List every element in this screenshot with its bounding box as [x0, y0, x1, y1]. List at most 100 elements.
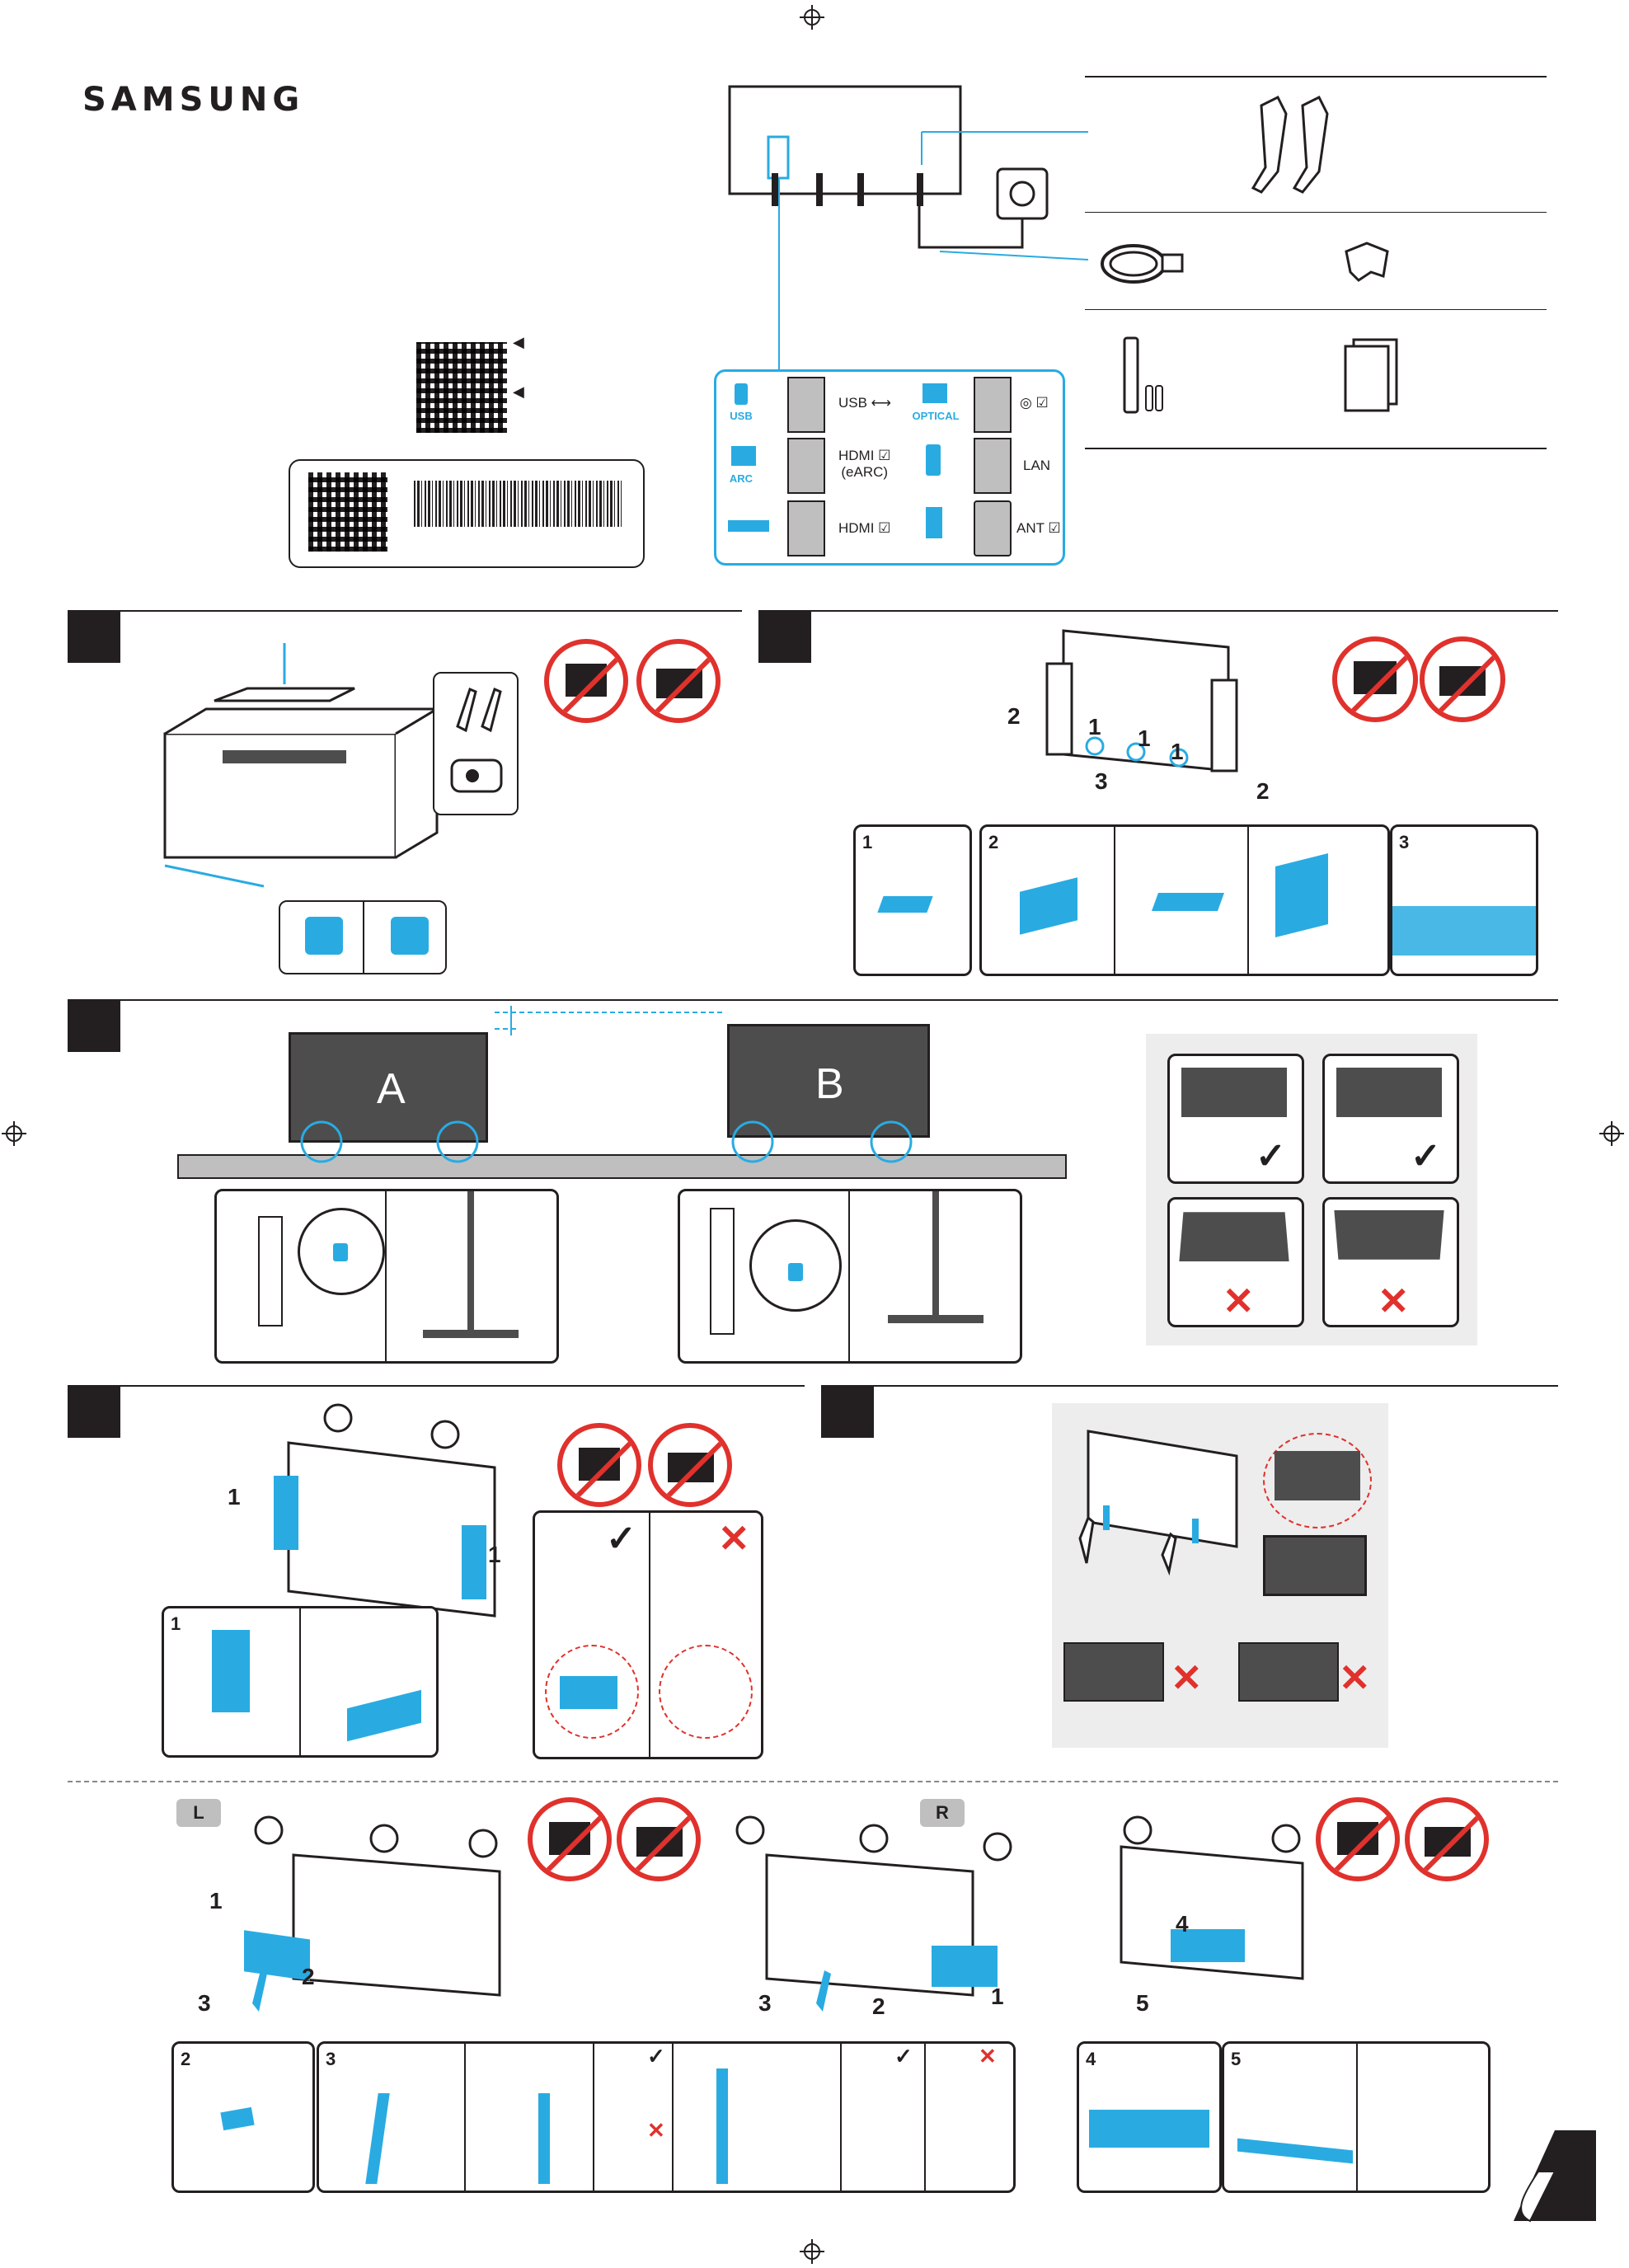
check-icon: ✓ [647, 2044, 665, 2069]
step-4-rule [120, 1385, 805, 1387]
callout-3: 3 [758, 1990, 772, 2017]
cross-icon: ✕ [979, 2044, 997, 2069]
qr-code [416, 342, 507, 433]
detail-number: 2 [181, 2049, 190, 2070]
height-dimension [495, 1006, 742, 1039]
detail-number: 3 [326, 2049, 336, 2070]
incorrect-example: ✕ [1167, 1197, 1304, 1327]
detail-divider [299, 1608, 301, 1755]
cross-icon: ✕ [1378, 1279, 1410, 1323]
dashed-zoom [659, 1645, 753, 1739]
step-1-detail [279, 900, 447, 974]
bottom-detail-3: 3 ✓ ✕ ✓ ✕ [317, 2041, 1016, 2193]
clip-detail [391, 917, 429, 955]
port-label-hdmi-earc: HDMI ☑ (eARC) [838, 448, 890, 481]
components-rule [1085, 212, 1547, 213]
port-tag-optical: OPTICAL [903, 410, 969, 422]
callout-2: 2 [872, 1993, 885, 2020]
hdmi-connector-earc [787, 438, 825, 494]
correct-example: ✓ [1322, 1054, 1459, 1184]
step-2-rule [811, 610, 1558, 612]
base-detail [1392, 906, 1536, 956]
callout-1: 1 [1138, 725, 1151, 752]
cross-icon: ✕ [718, 1516, 750, 1561]
no-lay-face-down-icon [557, 1423, 641, 1507]
bottom-detail-5: 5 [1222, 2041, 1491, 2193]
no-lay-face-down-icon [544, 639, 628, 723]
tv-in-packaging-illustration [1014, 622, 1261, 787]
flap-detail [1152, 893, 1224, 911]
components-rule [1085, 309, 1547, 310]
port-tag-arc: ARC [723, 472, 759, 485]
detail-number: 4 [1086, 2049, 1096, 2070]
detail-divider [593, 2044, 594, 2191]
stand-leg-detail [538, 2093, 550, 2184]
incorrect-example: ✕ [1322, 1197, 1459, 1327]
pointer-arrow-icon: ◀ [513, 383, 524, 401]
no-press-screen-icon [1420, 636, 1505, 722]
check-icon: ✓ [606, 1518, 636, 1560]
step-4-badge [68, 1385, 120, 1438]
usb-connector [787, 377, 825, 433]
remove-packing-illustration [1088, 1814, 1336, 2028]
tab-detail [877, 896, 932, 913]
tv-label-b: B [815, 1059, 844, 1109]
cross-icon: ✕ [1223, 1279, 1255, 1323]
no-press-screen-icon [648, 1423, 732, 1507]
port-label-usb: USB ⟷ [838, 395, 891, 411]
zoom-circle [749, 1219, 842, 1312]
detail-divider [1247, 827, 1249, 974]
barcode [414, 481, 622, 527]
flap-detail [1275, 853, 1328, 937]
no-lay-face-down-icon [1332, 636, 1418, 722]
detail-divider [1114, 827, 1115, 974]
detail-number: 1 [171, 1613, 181, 1635]
packing-block-detail [347, 1690, 421, 1741]
lift-tv-left-illustration [178, 1805, 491, 2020]
stand-profile [888, 1315, 984, 1323]
no-press-screen-icon [617, 1797, 701, 1881]
callout-2: 2 [302, 1964, 315, 1990]
page-curl-icon [1505, 2122, 1604, 2229]
step-1-badge [68, 610, 120, 663]
port-label-hdmi: HDMI ☑ [838, 520, 890, 537]
stand-attach-illustration [1063, 1423, 1253, 1571]
zoom-circle [298, 1208, 385, 1295]
optical-connector [974, 377, 1012, 433]
remote-icon [1123, 336, 1172, 419]
clip-detail [220, 2107, 254, 2130]
callout-4: 4 [1176, 1911, 1189, 1937]
no-lay-face-down-icon [528, 1797, 612, 1881]
curved-tv-view [1263, 1433, 1372, 1528]
no-lay-face-down-icon [1316, 1797, 1400, 1881]
box-open-illustration [148, 668, 445, 890]
flap-detail [1020, 877, 1077, 934]
stand-leg-detail [365, 2093, 389, 2184]
power-cable-icon [1096, 235, 1187, 293]
registration-mark-left [2, 1121, 26, 1146]
detail-number: 1 [862, 832, 872, 853]
foot-detail [258, 1216, 283, 1327]
optical-port-icon [922, 383, 947, 403]
registration-mark-right [1599, 1121, 1624, 1146]
manual-icon [1344, 338, 1401, 412]
section-separator [68, 1781, 1558, 1782]
cover-detail [1237, 2139, 1353, 2164]
step-2-detail-2: 2 [979, 824, 1390, 976]
check-icon: ✓ [1411, 1135, 1441, 1177]
detail-divider [464, 2044, 466, 2191]
components-rule-bottom [1085, 448, 1547, 449]
detail-divider [840, 2044, 842, 2191]
callout-3: 3 [198, 1990, 211, 2017]
qr-code [308, 472, 387, 552]
step-2-detail-1: 1 [853, 824, 972, 976]
clip-icon [1342, 239, 1392, 289]
port-panel: USB USB ⟷ OPTICAL ◎ ☑ ARC HDMI ☑ (eARC) … [714, 369, 1065, 566]
check-icon: ✓ [1256, 1135, 1286, 1177]
step-3-detail-b [678, 1189, 1022, 1364]
components-rule-top [1085, 76, 1547, 77]
step-3-do-dont-panel: ✓ ✓ ✕ ✕ [1146, 1034, 1477, 1345]
stand-profile [932, 1191, 939, 1315]
detail-divider [649, 1513, 650, 1757]
callout-2: 2 [1256, 778, 1270, 805]
